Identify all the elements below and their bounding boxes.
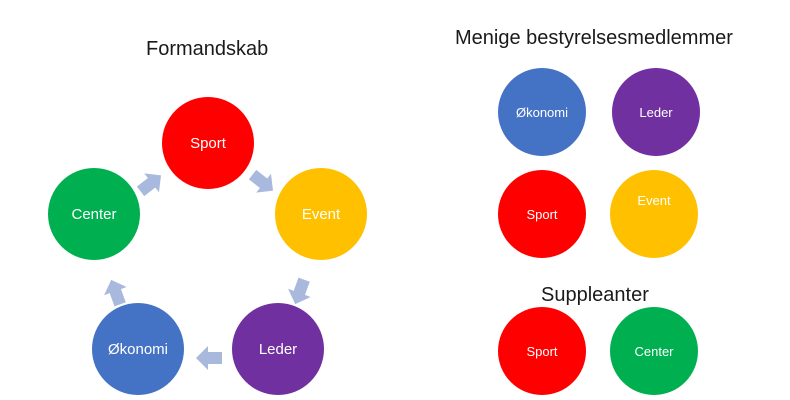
- menige-title: Menige bestyrelsesmedlemmer: [455, 27, 733, 49]
- cycle-node-okonomi: Økonomi: [92, 303, 184, 395]
- menige-sport: Sport: [498, 170, 586, 258]
- suppleant-center: Center: [610, 307, 698, 395]
- cycle-node-center: Center: [48, 168, 140, 260]
- cycle-node-label: Event: [301, 205, 341, 223]
- menige-okonomi: Økonomi: [498, 68, 586, 156]
- cycle-node-label: Sport: [190, 134, 226, 152]
- cycle-node-label: Økonomi: [107, 340, 169, 358]
- member-label: Økonomi: [515, 104, 569, 120]
- cycle-arrow-4: [104, 279, 127, 307]
- cycle-node-sport: Sport: [162, 97, 254, 189]
- menige-event: Event: [610, 170, 698, 258]
- cycle-node-label: Leder: [258, 340, 298, 358]
- cycle-node-leder: Leder: [232, 303, 324, 395]
- menige-leder: Leder: [612, 68, 700, 156]
- member-label: Center: [634, 343, 674, 359]
- cycle-arrow-3: [196, 346, 222, 370]
- suppleant-sport: Sport: [498, 307, 586, 395]
- cycle-arrow-2: [288, 277, 311, 305]
- member-label: Event: [637, 192, 671, 208]
- member-label: Leder: [639, 104, 673, 120]
- suppleanter-title: Suppleanter: [541, 284, 649, 306]
- cycle-arrow-1: [248, 169, 274, 193]
- member-label: Sport: [526, 343, 558, 359]
- member-label: Sport: [526, 206, 558, 222]
- cycle-node-label: Center: [71, 205, 117, 223]
- cycle-node-event: Event: [275, 168, 367, 260]
- cycle-arrow-5: [136, 173, 162, 197]
- formandskab-title: Formandskab: [146, 38, 269, 60]
